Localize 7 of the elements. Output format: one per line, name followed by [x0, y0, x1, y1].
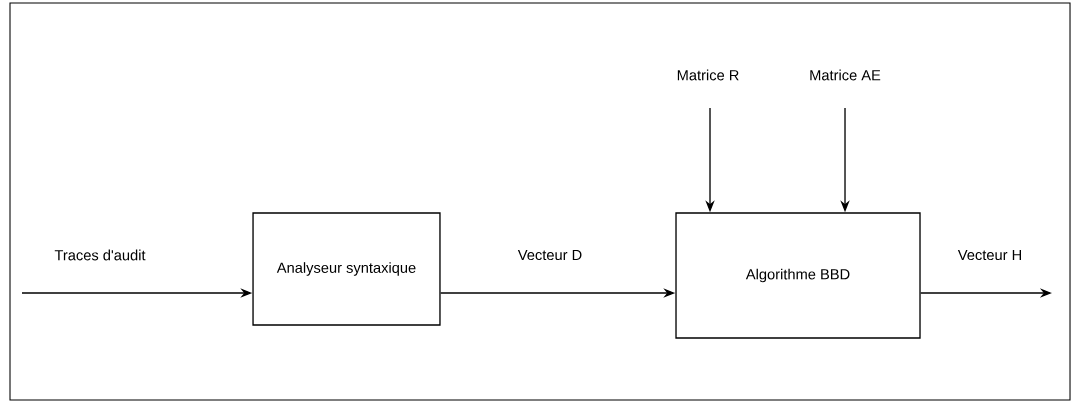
edge-label: Traces d'audit: [53, 248, 147, 262]
edge-label: Matrice AE: [807, 68, 883, 82]
edge-label: Vecteur H: [956, 248, 1024, 262]
edge-label: Vecteur D: [516, 248, 584, 262]
edge-label: Matrice R: [675, 68, 741, 82]
process-box: Analyseur syntaxique: [252, 212, 441, 326]
process-box: Algorithme BBD: [675, 212, 921, 339]
